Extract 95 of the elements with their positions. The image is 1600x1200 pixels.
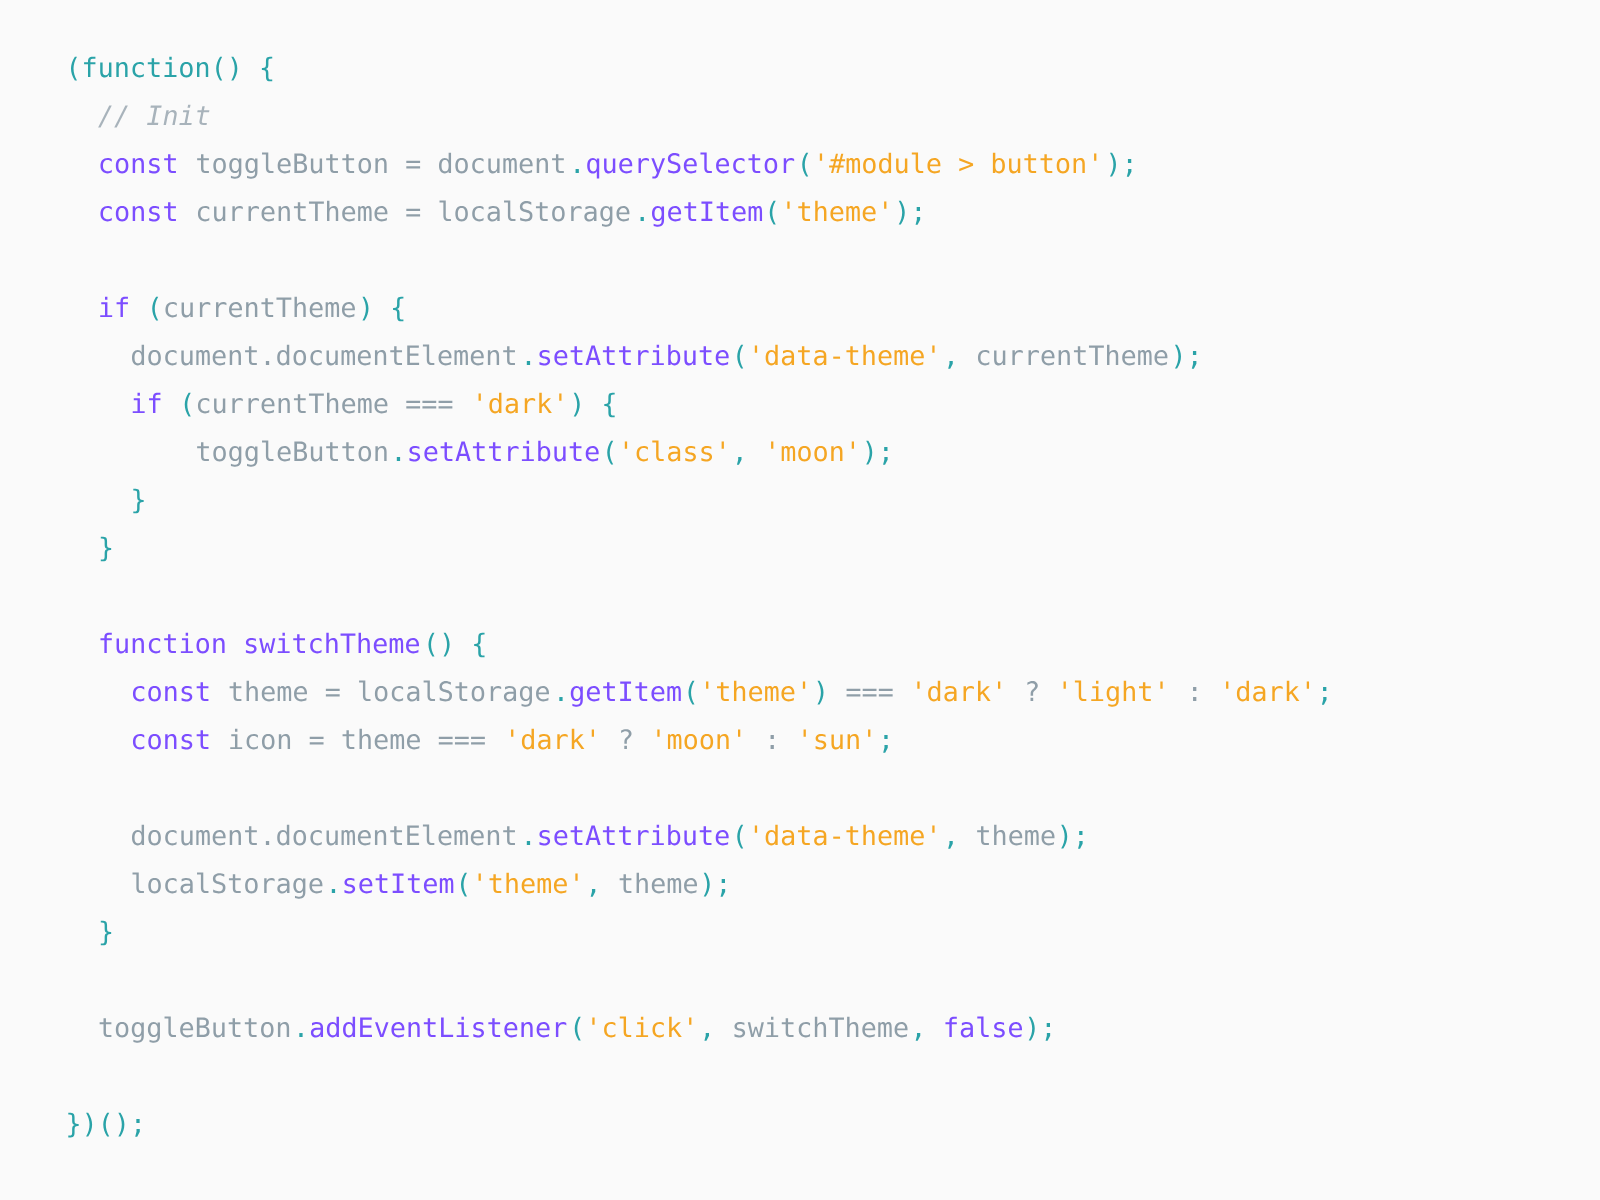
code-text: ); (1109, 152, 1132, 177)
code-text: ); (866, 440, 888, 465)
code-text: if (132, 392, 161, 413)
code-text: const (100, 202, 176, 222)
code-text: ( (737, 344, 744, 369)
code-text: } (100, 536, 112, 562)
code-text: 'dark' (511, 728, 595, 750)
code-text: ); (1028, 1016, 1051, 1041)
code-text: . (299, 1033, 303, 1037)
code-text: 'dark' (917, 680, 1001, 702)
code-text: theme (977, 824, 1055, 846)
code-text: } (133, 488, 144, 514)
code-text: ( (769, 200, 776, 225)
code-text: toggleButton = document (197, 152, 564, 179)
code-text: . (640, 217, 644, 221)
code-text: ( (461, 872, 467, 897)
code-text: const (132, 730, 209, 750)
code-text: theme = localStorage (229, 680, 549, 707)
code-text: // Init (98, 104, 210, 128)
code-text: ; (1321, 687, 1327, 705)
code-text: ); (1061, 824, 1083, 849)
code-text: ( (737, 824, 744, 849)
code-text: 'dark' (1226, 680, 1310, 702)
code-text: 'data-theme' (754, 824, 935, 846)
code-text: . (396, 457, 401, 461)
code-text: 'moon' (657, 729, 741, 750)
code-text: document.documentElement (132, 344, 515, 366)
code-text: 'theme' (787, 200, 887, 222)
code-text: toggleButton (197, 440, 387, 467)
code-text: () { (428, 632, 485, 658)
code-text: } (100, 920, 112, 946)
code-text: currentTheme (165, 296, 355, 318)
code-text: currentTheme = localStorage (197, 200, 630, 227)
code-text: ( (607, 440, 614, 465)
code-text: setItem (344, 873, 454, 894)
code-text: document.documentElement (132, 824, 515, 846)
code-text: ( (152, 296, 159, 321)
code-text: querySelector (587, 152, 795, 179)
code-text: ) (817, 680, 824, 705)
code-text: setAttribute (539, 344, 729, 366)
code-text: ( (688, 680, 695, 705)
code-text: , (948, 841, 953, 849)
code-text: , (704, 1033, 709, 1041)
code-text: 'theme' (478, 872, 578, 894)
code-text: , (915, 1033, 921, 1041)
code-text: function switchTheme (100, 632, 419, 654)
code-text: false (945, 1016, 1022, 1038)
code-text: currentTheme === (197, 392, 453, 414)
code-text: '#module > button' (819, 152, 1097, 174)
code-text: : (770, 735, 774, 749)
code-text: switchTheme (734, 1016, 908, 1038)
code-text: 'sun' (803, 729, 871, 750)
code-text: ? (621, 729, 632, 749)
code-text: addEventListener (310, 1016, 567, 1038)
code-text: 'theme' (706, 680, 806, 702)
code-text: . (526, 361, 531, 365)
code-text: , (948, 361, 953, 369)
code-text: ) { (573, 392, 615, 418)
code-text: toggleButton (99, 1016, 290, 1043)
code-text: 'class' (624, 440, 724, 462)
code-text: ); (703, 872, 726, 897)
code-text: === (846, 688, 893, 697)
code-text: theme (619, 872, 697, 894)
code-text: 'dark' (478, 392, 562, 414)
code-text: ( (184, 392, 191, 417)
code-text: })(); (68, 1112, 140, 1138)
code-text: ; (883, 735, 888, 753)
code-text: 'moon' (771, 441, 855, 462)
code-text: ( (802, 152, 809, 177)
code-text: 'data-theme' (754, 344, 935, 366)
code-text: getItem (570, 681, 681, 707)
code-text: localStorage (132, 872, 323, 899)
code-text: const (100, 154, 176, 174)
code-text: setAttribute (409, 440, 599, 462)
code-text: ? (1027, 681, 1038, 701)
code-text: . (559, 697, 563, 701)
code-text: getItem (652, 201, 763, 227)
code-text: : (1193, 687, 1197, 701)
code-text: ); (898, 200, 921, 225)
code-text: . (526, 841, 531, 845)
code-text: (function() { (71, 56, 273, 82)
code-text: ) { (362, 296, 404, 322)
code-text: if (100, 296, 128, 317)
code-text: ( (574, 1016, 581, 1041)
code-text: 'light' (1063, 680, 1163, 707)
code-text: 'click' (592, 1016, 692, 1038)
code-text: , (590, 889, 596, 897)
code-text: . (575, 169, 579, 173)
code-text: icon = theme === (230, 728, 485, 750)
code-text: . (331, 889, 336, 893)
code-text: ); (1174, 344, 1197, 369)
code-text: setAttribute (539, 824, 729, 846)
code-text: const (132, 682, 209, 702)
code-text: , (736, 457, 742, 465)
code-text: currentTheme (977, 344, 1168, 366)
